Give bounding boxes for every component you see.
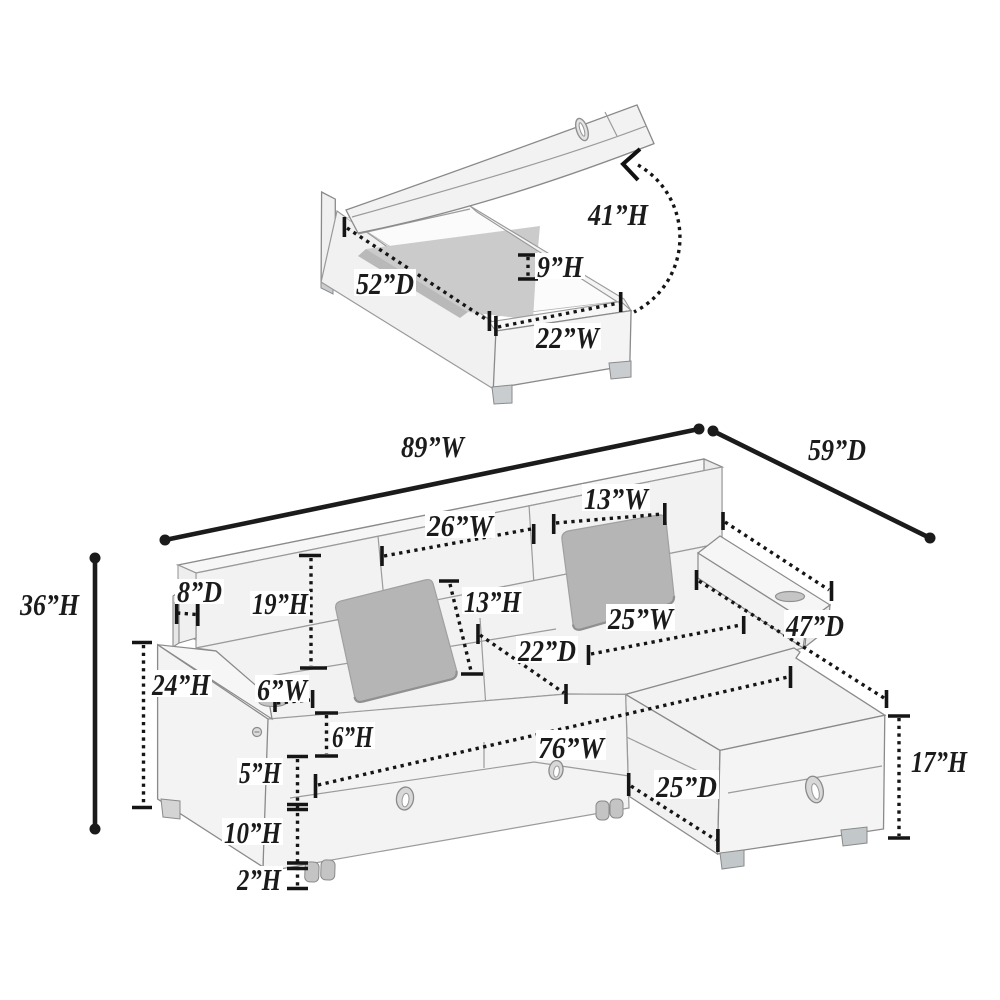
svg-text:13”H: 13”H — [464, 584, 522, 619]
svg-text:13”W: 13”W — [584, 481, 650, 516]
svg-text:2”H: 2”H — [236, 862, 281, 897]
svg-text:89”W: 89”W — [401, 429, 466, 464]
svg-text:47”D: 47”D — [785, 608, 844, 643]
svg-text:76”W: 76”W — [538, 730, 606, 765]
svg-text:25”D: 25”D — [655, 769, 717, 804]
svg-text:17”H: 17”H — [911, 744, 968, 779]
svg-text:6”W: 6”W — [257, 672, 309, 707]
svg-text:8”D: 8”D — [177, 574, 222, 609]
svg-text:10”H: 10”H — [224, 815, 282, 850]
svg-text:5”H: 5”H — [239, 755, 282, 790]
svg-text:19”H: 19”H — [252, 586, 309, 621]
svg-text:24”H: 24”H — [151, 667, 211, 702]
svg-text:22”D: 22”D — [517, 633, 576, 668]
svg-text:59”D: 59”D — [808, 432, 866, 467]
svg-text:52”D: 52”D — [356, 266, 414, 301]
svg-text:41”H: 41”H — [587, 197, 649, 232]
svg-text:6”H: 6”H — [332, 719, 374, 754]
svg-text:22”W: 22”W — [535, 320, 601, 355]
svg-text:36”H: 36”H — [19, 587, 80, 622]
svg-text:26”W: 26”W — [426, 508, 495, 543]
svg-text:25”W: 25”W — [607, 601, 675, 636]
svg-text:9”H: 9”H — [537, 249, 584, 284]
